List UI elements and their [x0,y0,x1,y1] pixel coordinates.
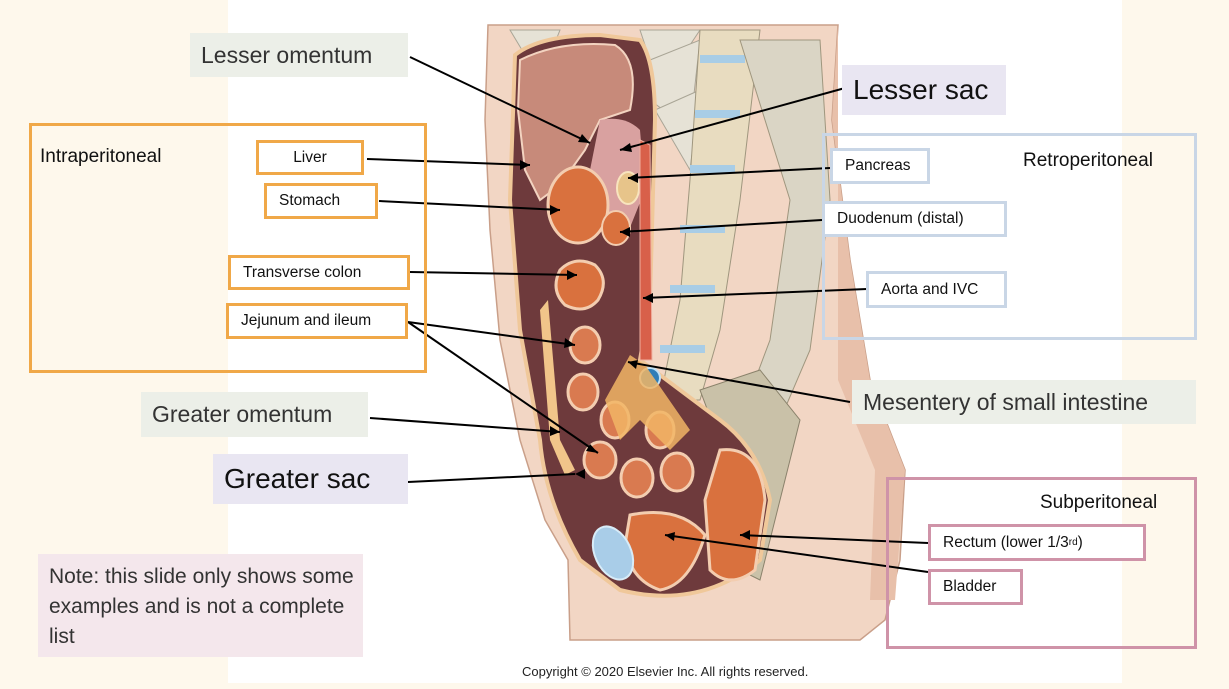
rectum-suffix: ) [1077,533,1083,551]
pointer-lesser-sac [619,87,846,151]
organ-jejunum-ileum: Jejunum and ileum [226,303,408,339]
pointer-rectum [739,534,929,544]
organ-transverse-colon: Transverse colon [228,255,410,290]
retroperitoneal-title: Retroperitoneal [1023,150,1153,171]
pointer-lines [366,56,929,573]
organ-duodenum-distal: Duodenum (distal) [822,201,1007,237]
pubic-bone [591,525,635,581]
transverse-colon [554,259,605,311]
pointer-liver [366,158,531,166]
pointer-transverse-colon [409,271,578,276]
label-mesentery: Mesentery of small intestine [852,380,1196,424]
pointer-greater-omentum [369,417,561,433]
intraperitoneal-title: Intraperitoneal [40,146,162,167]
duodenum [601,210,631,246]
pointer-greater-sac [407,473,576,483]
pointer-jejunum-1 [407,321,576,346]
note-box: Note: this slide only shows some example… [38,554,363,657]
aorta [639,139,653,361]
rectum [703,448,767,582]
liver [516,43,634,202]
pointer-mesentery [627,361,851,403]
copyright-text: Copyright © 2020 Elsevier Inc. All right… [522,664,809,679]
rectum-superscript: rd [1068,537,1078,548]
organ-pancreas: Pancreas [830,148,930,184]
pointer-lesser-omentum [409,56,591,144]
organ-bladder: Bladder [928,569,1023,605]
label-greater-omentum: Greater omentum [141,392,368,437]
organ-liver: Liver [256,140,364,175]
stomach [546,165,610,245]
pointer-jejunum-2 [407,321,599,454]
label-greater-sac: Greater sac [213,454,408,504]
pointer-stomach [378,200,561,211]
pointer-pancreas [627,167,831,179]
back-skin [832,25,905,600]
label-lesser-sac: Lesser sac [842,65,1006,115]
intraperitoneal-group [29,123,427,373]
organ-stomach: Stomach [264,183,378,219]
mesentery [605,355,690,450]
pointer-aorta [642,288,868,299]
pointer-duodenum [619,219,823,233]
organ-aorta-ivc: Aorta and IVC [866,271,1007,308]
rectum-label: Rectum (lower 1/3 [943,533,1069,551]
subperitoneal-title: Subperitoneal [1040,492,1158,513]
subperitoneal-group [886,477,1197,649]
arrowheads [520,134,750,541]
pointer-bladder [664,534,929,573]
greater-omentum-strip [540,300,575,475]
bladder [623,511,707,592]
label-lesser-omentum: Lesser omentum [190,33,408,77]
